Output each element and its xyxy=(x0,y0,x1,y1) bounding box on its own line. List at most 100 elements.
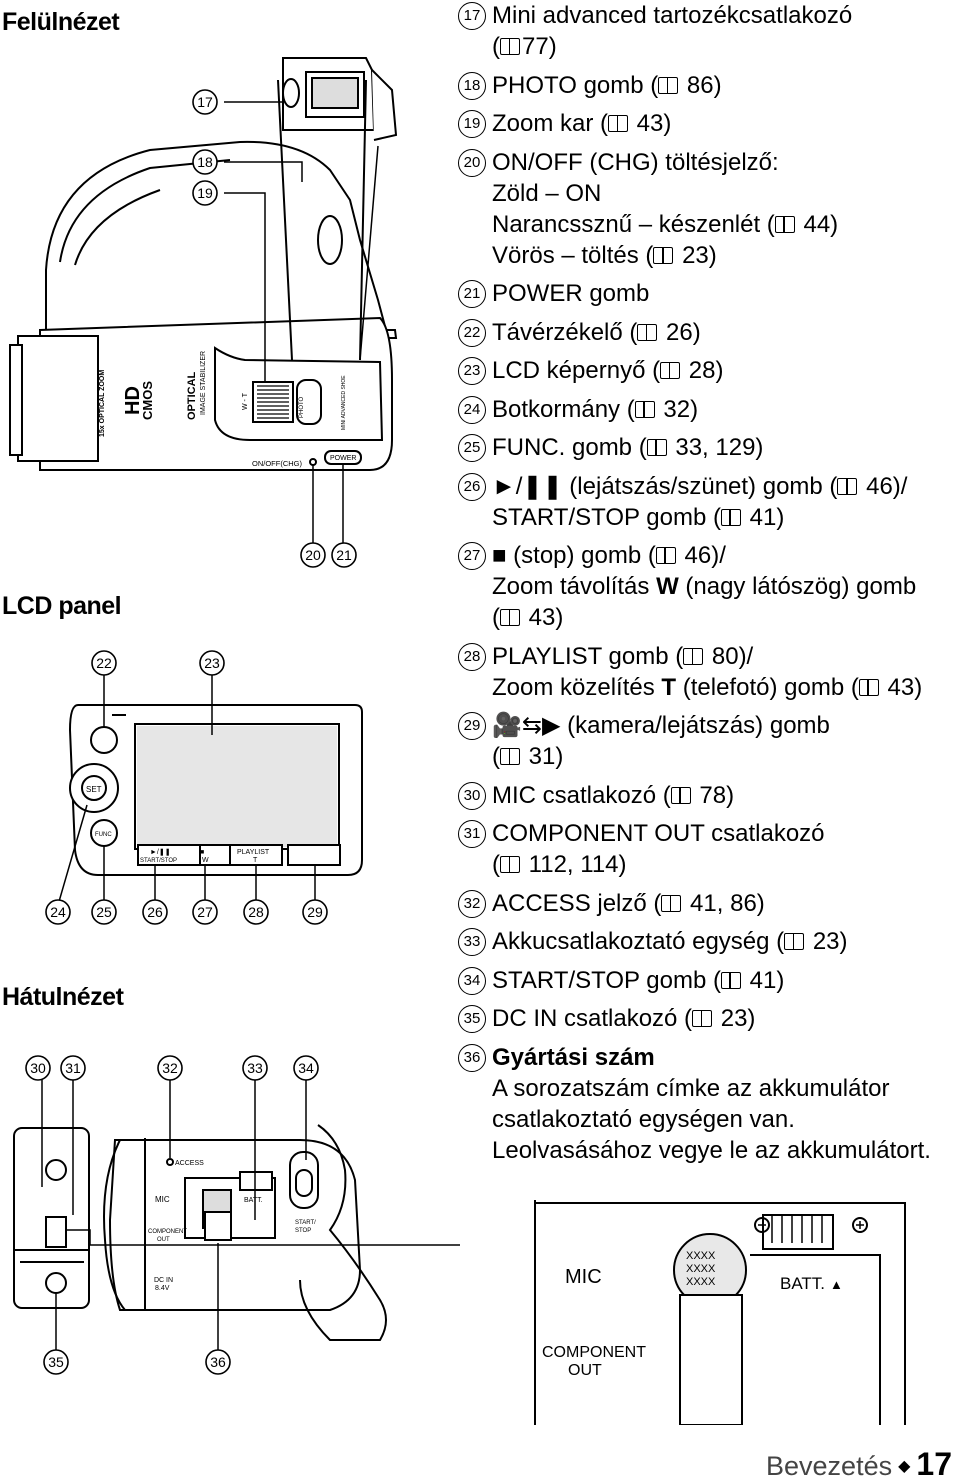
legend-fragment: Mini advanced tartozékcsatlakozó xyxy=(492,2,853,29)
legend-text: Mini advanced tartozékcsatlakozó(77) xyxy=(492,0,960,62)
legend-number: 25 xyxy=(458,434,486,462)
legend-fragment: ( xyxy=(492,743,500,770)
legend-number: 18 xyxy=(458,71,486,100)
label-component: COMPONENT xyxy=(148,1229,187,1235)
legend-text: POWER gomb xyxy=(492,278,960,309)
label-onoff: ON/OFF(CHG) xyxy=(252,459,302,468)
legend-number: 20 xyxy=(458,148,486,177)
book-icon xyxy=(653,246,674,264)
legend-number: 28 xyxy=(458,642,486,671)
label-dc-volt: 8.4V xyxy=(155,1285,170,1292)
legend-fragment: (telefotó) gomb ( xyxy=(676,673,859,701)
legend-text: 🎥⇆▶ (kamera/lejátszás) gomb( 31) xyxy=(492,710,960,772)
page-number: 17 xyxy=(916,1446,952,1482)
book-icon xyxy=(655,547,676,564)
legend-line: ( 112, 114) xyxy=(492,849,960,880)
legend-text: PHOTO gomb ( 86) xyxy=(492,70,960,101)
legend-text: MIC csatlakozó ( 78) xyxy=(492,780,960,811)
label-dc-in: DC IN xyxy=(154,1277,173,1284)
legend-fragment: 86) xyxy=(680,71,722,99)
legend-fragment: FUNC. gomb ( xyxy=(492,434,647,461)
legend-line: 🎥⇆▶ (kamera/lejátszás) gomb xyxy=(492,710,960,741)
callout-36: 36 xyxy=(210,1354,226,1370)
label-mini-shoe: MINI ADVANCED SHOE xyxy=(341,375,347,430)
legend-fragment: POWER gomb xyxy=(492,280,650,307)
callouts-top xyxy=(192,89,357,568)
legend-fragment: 41) xyxy=(742,966,785,994)
legend-number: 27 xyxy=(458,542,486,570)
legend-fragment: DC IN csatlakozó ( xyxy=(492,1005,693,1032)
label-access: ACCESS xyxy=(175,1160,204,1167)
callout-33: 33 xyxy=(247,1060,263,1076)
legend-line: ( 43) xyxy=(492,602,960,633)
callout-29: 29 xyxy=(307,904,323,920)
legend-line: Vörös – töltés ( 23) xyxy=(492,240,960,271)
rear-view-figure xyxy=(13,1080,460,1350)
legend-text: Távérzékelő ( 26) xyxy=(492,317,960,348)
legend-fragment: 41) xyxy=(742,503,785,531)
label-start-stop: START/STOP xyxy=(140,858,177,864)
legend-fragment: 46)/ xyxy=(859,472,908,500)
heading-top-view: Felülnézet xyxy=(2,8,120,36)
legend-text: Zoom kar ( 43) xyxy=(492,108,960,139)
book-icon xyxy=(683,647,704,665)
legend-text: DC IN csatlakozó ( 23) xyxy=(492,1003,960,1034)
book-icon xyxy=(837,477,858,495)
heading-lcd-panel: LCD panel xyxy=(2,592,122,620)
book-icon xyxy=(500,609,520,626)
legend-number: 30 xyxy=(458,781,486,810)
label-w-t: W - T xyxy=(242,392,249,410)
legend-line: START/STOP gomb ( 41) xyxy=(492,502,960,533)
callouts-lcd xyxy=(45,650,328,925)
legend-line: PHOTO gomb ( 86) xyxy=(492,70,960,101)
callout-30: 30 xyxy=(30,1060,46,1076)
book-icon xyxy=(661,894,682,912)
legend-line: ( 31) xyxy=(492,741,960,772)
callout-31: 31 xyxy=(65,1060,81,1076)
legend-fragment: 23) xyxy=(714,1005,756,1032)
label-stop: ■ xyxy=(200,849,204,856)
book-icon xyxy=(500,748,520,765)
callouts-rear xyxy=(25,1055,319,1375)
legend-number: 35 xyxy=(458,1005,486,1033)
legend-fragment: Botkormány ( xyxy=(492,395,635,423)
legend-fragment: 44) xyxy=(796,210,839,238)
legend-line: A sorozatszám címke az akkumulátor xyxy=(492,1073,960,1104)
legend-text: ►/❚❚ (lejátszás/szünet) gomb ( 46)/START… xyxy=(492,471,960,533)
callout-22: 22 xyxy=(96,655,112,671)
legend-fragment: (nagy látószög) gomb xyxy=(678,573,917,600)
legend-fragment: Távérzékelő ( xyxy=(492,318,638,346)
lcd-panel-texts: SET FUNC ►/❚❚ START/STOP ■ W PLAYLIST T xyxy=(86,785,270,864)
book-icon xyxy=(500,38,520,55)
legend-fragment: 46)/ xyxy=(677,542,726,569)
legend-line: Zöld – ON xyxy=(492,178,960,209)
legend-line: MIC csatlakozó ( 78) xyxy=(492,780,960,811)
label-func: FUNC xyxy=(95,832,112,838)
label-batt-large: BATT. xyxy=(780,1274,825,1293)
serial-closeup-figure: MIC COMPONENT OUT BATT. ▲ XXXX XXXX XXXX xyxy=(534,1200,906,1425)
legend-number: 22 xyxy=(458,318,486,347)
legend-fragment: 41, 86) xyxy=(683,889,765,917)
book-icon xyxy=(658,76,679,94)
callout-35: 35 xyxy=(48,1354,64,1370)
callout-26: 26 xyxy=(147,904,163,920)
label-mic: MIC xyxy=(155,1195,170,1204)
legend-line: ACCESS jelző ( 41, 86) xyxy=(492,888,960,919)
book-icon xyxy=(720,971,741,989)
legend-line: Botkormány ( 32) xyxy=(492,394,960,425)
label-optical-zoom: 15x OPTICAL ZOOM xyxy=(99,370,106,437)
legend-fragment: ( xyxy=(492,33,500,60)
legend-text: LCD képernyő ( 28) xyxy=(492,355,960,386)
legend-line: (77) xyxy=(492,31,960,62)
legend-fragment: Zoom közelítés xyxy=(492,673,662,701)
book-icon xyxy=(646,439,667,456)
legend-fragment: 23) xyxy=(675,241,717,269)
legend-fragment: ON/OFF (CHG) töltésjelző: xyxy=(492,148,779,176)
book-icon xyxy=(720,508,741,526)
legend-fragment: Leolvasásához vegye le az akkumulátort. xyxy=(492,1136,931,1164)
legend-line: ■ (stop) gomb ( 46)/ xyxy=(492,540,960,571)
book-icon xyxy=(774,215,795,233)
legend-line: Narancssznű – készenlét ( 44) xyxy=(492,209,960,240)
legend-fragment: Zöld – ON xyxy=(492,179,602,207)
